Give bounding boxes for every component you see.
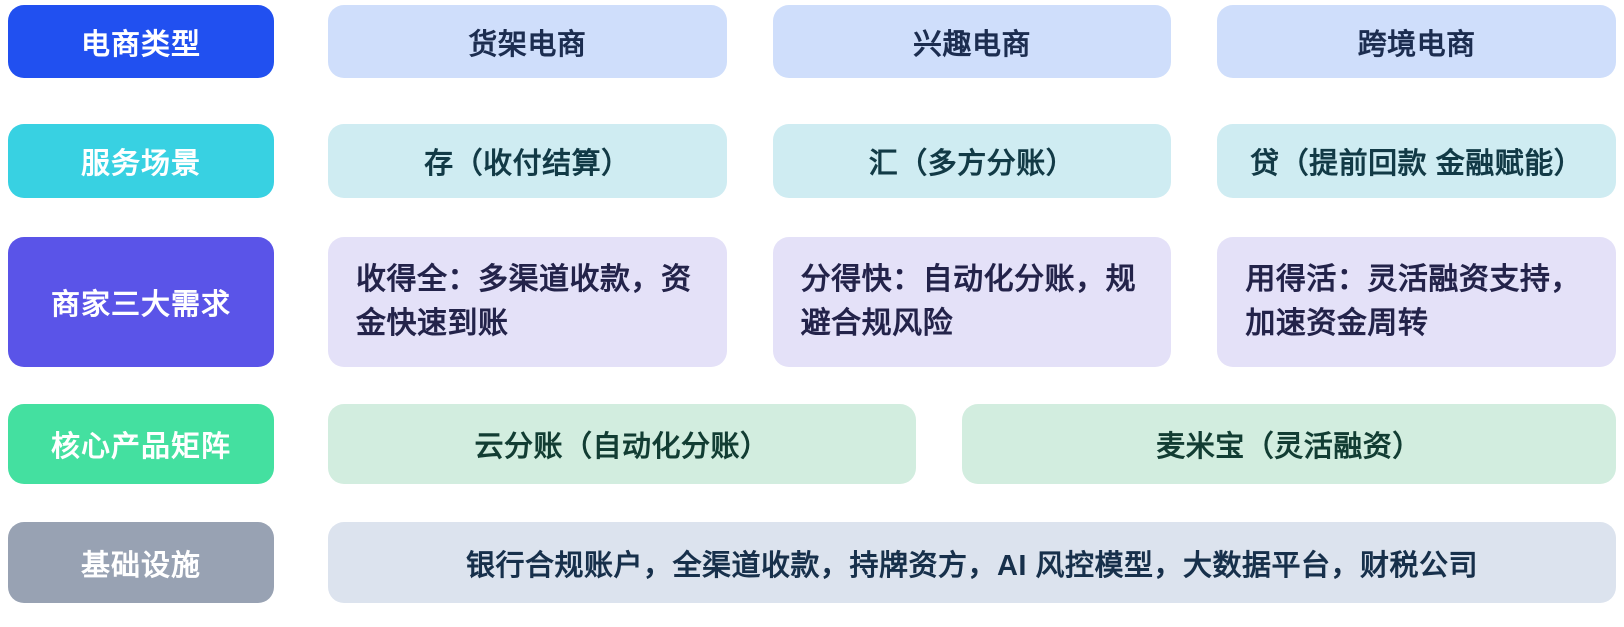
row-cells: 货架电商 兴趣电商 跨境电商 xyxy=(328,5,1617,78)
row-cells: 云分账（自动化分账） 麦米宝（灵活融资） xyxy=(328,404,1616,484)
matrix-cell: 存（收付结算） xyxy=(328,124,727,198)
row-cells: 银行合规账户，全渠道收款，持牌资方，AI 风控模型，大数据平台，财税公司 xyxy=(328,522,1616,603)
matrix-cell: 用得活：灵活融资支持，加速资金周转 xyxy=(1217,237,1617,367)
row-cells: 存（收付结算） 汇（多方分账） 贷（提前回款 金融赋能） xyxy=(328,124,1617,198)
matrix-cell: 分得快：自动化分账，规避合规风险 xyxy=(772,237,1172,367)
matrix-cell: 货架电商 xyxy=(328,5,727,78)
matrix-cell: 收得全：多渠道收款，资金快速到账 xyxy=(328,237,727,367)
matrix-cell: 云分账（自动化分账） xyxy=(328,404,916,484)
matrix-cell: 麦米宝（灵活融资） xyxy=(962,404,1616,484)
row-merchant-needs: 商家三大需求 收得全：多渠道收款，资金快速到账 分得快：自动化分账，规避合规风险… xyxy=(0,237,1624,367)
row-service-scenario: 服务场景 存（收付结算） 汇（多方分账） 贷（提前回款 金融赋能） xyxy=(0,124,1624,198)
matrix-cell: 贷（提前回款 金融赋能） xyxy=(1217,124,1617,198)
matrix-cell: 银行合规账户，全渠道收款，持牌资方，AI 风控模型，大数据平台，财税公司 xyxy=(328,522,1616,603)
row-label-infrastructure: 基础设施 xyxy=(8,522,274,603)
row-label-ecommerce-type: 电商类型 xyxy=(8,5,274,78)
row-cells: 收得全：多渠道收款，资金快速到账 分得快：自动化分账，规避合规风险 用得活：灵活… xyxy=(328,237,1617,367)
matrix-cell: 汇（多方分账） xyxy=(772,124,1172,198)
matrix-cell: 兴趣电商 xyxy=(772,5,1172,78)
row-ecommerce-type: 电商类型 货架电商 兴趣电商 跨境电商 xyxy=(0,5,1624,78)
matrix-cell: 跨境电商 xyxy=(1217,5,1617,78)
row-label-core-products: 核心产品矩阵 xyxy=(8,404,274,484)
row-label-service-scenario: 服务场景 xyxy=(8,124,274,198)
row-core-products: 核心产品矩阵 云分账（自动化分账） 麦米宝（灵活融资） xyxy=(0,404,1624,484)
row-label-merchant-needs: 商家三大需求 xyxy=(8,237,274,367)
row-infrastructure: 基础设施 银行合规账户，全渠道收款，持牌资方，AI 风控模型，大数据平台，财税公… xyxy=(0,522,1624,603)
